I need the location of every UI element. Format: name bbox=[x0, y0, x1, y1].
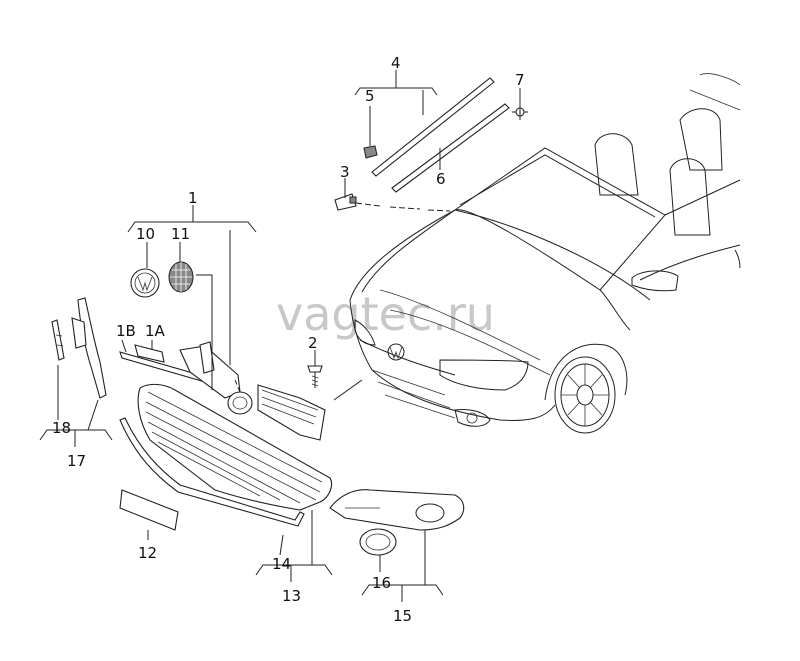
callout-15: 15 bbox=[393, 607, 412, 625]
emblem-carrier-11 bbox=[168, 261, 194, 293]
callout-10: 10 bbox=[136, 225, 155, 243]
callout-14: 14 bbox=[272, 555, 291, 573]
clip-7 bbox=[512, 104, 528, 120]
callout-6: 6 bbox=[436, 170, 446, 188]
vw-emblem-10 bbox=[130, 268, 160, 298]
windshield-trim-strips bbox=[371, 77, 510, 193]
callout-1b: 1B bbox=[116, 322, 136, 340]
lower-grille-13 bbox=[137, 383, 333, 511]
callout-17: 17 bbox=[67, 452, 86, 470]
callout-16: 16 bbox=[372, 574, 391, 592]
license-plate-bracket-12 bbox=[119, 489, 179, 531]
callout-18: 18 bbox=[52, 419, 71, 437]
callout-13: 13 bbox=[282, 587, 301, 605]
fog-bezel-16 bbox=[359, 528, 397, 556]
callout-labels: 4 5 6 7 3 1 10 11 1B 1A 2 18 17 12 14 13… bbox=[52, 54, 525, 625]
callout-12: 12 bbox=[138, 544, 157, 562]
callout-1: 1 bbox=[188, 189, 198, 207]
watermark: vagtec.ru bbox=[276, 287, 495, 341]
fog-light-cover-15 bbox=[329, 489, 465, 531]
clip-5 bbox=[363, 145, 378, 159]
callout-7: 7 bbox=[515, 71, 525, 89]
car-body bbox=[349, 73, 741, 434]
callout-11: 11 bbox=[171, 225, 190, 243]
trim-strip-14 bbox=[119, 417, 305, 527]
side-trim-18 bbox=[51, 319, 65, 361]
callout-4: 4 bbox=[391, 54, 401, 72]
screw-2 bbox=[307, 365, 323, 388]
side-trim-17 bbox=[71, 297, 107, 399]
bracket-3 bbox=[334, 193, 357, 211]
upper-grille-assembly-1 bbox=[119, 341, 326, 441]
callout-3: 3 bbox=[340, 163, 350, 181]
leader-lines bbox=[39, 70, 521, 602]
callout-5: 5 bbox=[365, 87, 375, 105]
callout-1a: 1A bbox=[145, 322, 166, 340]
callout-2: 2 bbox=[308, 334, 318, 352]
